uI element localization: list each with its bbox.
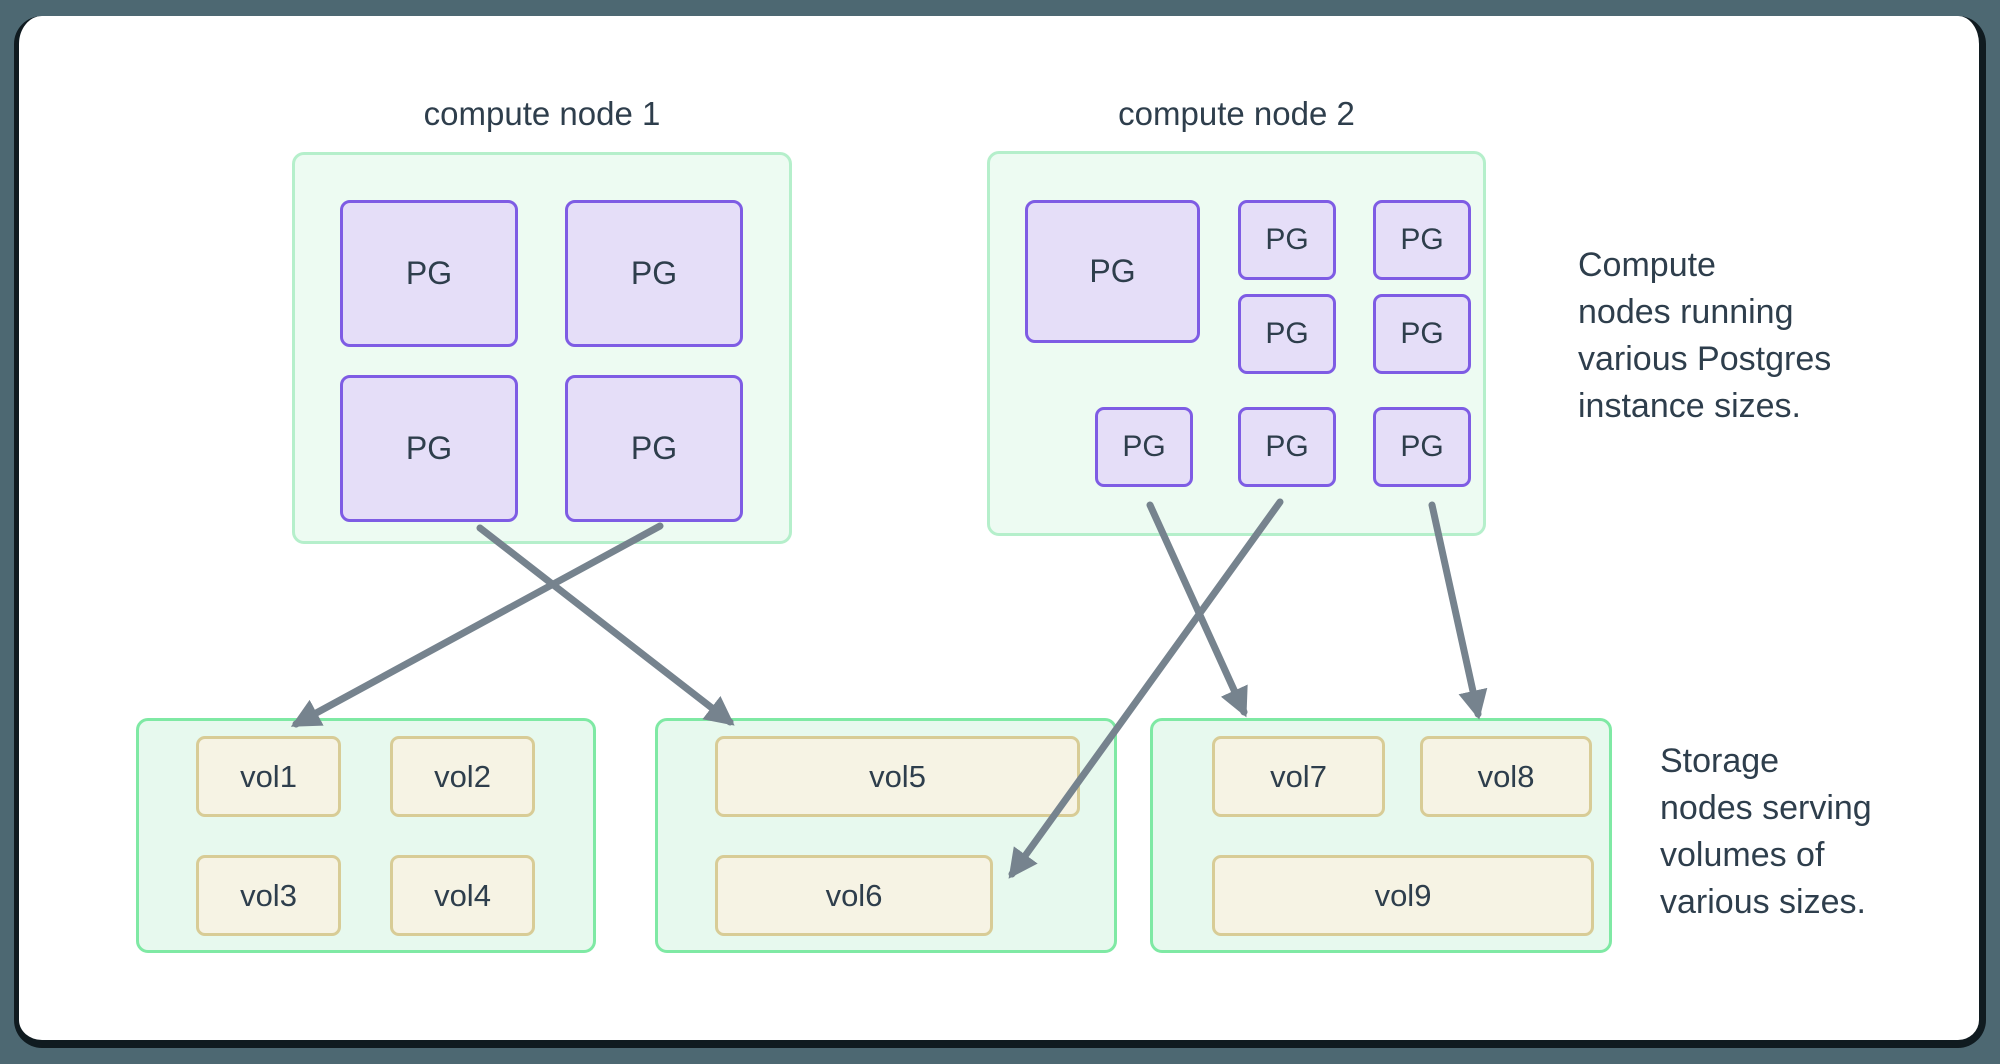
vol8-box: vol8 xyxy=(1420,736,1592,817)
compute-node-2-pg-bottom-col3: PG xyxy=(1373,407,1471,487)
compute-node-2-pg-bottom-col2: PG xyxy=(1238,407,1336,487)
compute-node-2-pg-large: PG xyxy=(1025,200,1200,343)
vol3-box: vol3 xyxy=(196,855,341,936)
compute-node-1-pg-top-right: PG xyxy=(565,200,743,347)
compute-node-2-pg-bottom-col1: PG xyxy=(1095,407,1193,487)
vol7-box: vol7 xyxy=(1212,736,1385,817)
compute-caption: Compute nodes running various Postgres i… xyxy=(1578,246,1832,425)
compute-node-1-pg-bottom-left: PG xyxy=(340,375,518,522)
vol4-box: vol4 xyxy=(390,855,535,936)
compute-node-1-pg-bottom-right: PG xyxy=(565,375,743,522)
vol9-box: vol9 xyxy=(1212,855,1594,936)
compute-node-2-pg-row2-col2: PG xyxy=(1238,294,1336,374)
vol6-box: vol6 xyxy=(715,855,993,936)
compute-node-2-pg-row1-col3: PG xyxy=(1373,200,1471,280)
compute-node-2-pg-row2-col3: PG xyxy=(1373,294,1471,374)
compute-node-1-title: compute node 1 xyxy=(423,95,661,132)
storage-caption: Storage nodes serving volumes of various… xyxy=(1660,742,1872,921)
vol5-box: vol5 xyxy=(715,736,1080,817)
compute-node-2-title: compute node 2 xyxy=(1118,95,1355,132)
vol2-box: vol2 xyxy=(390,736,535,817)
vol1-box: vol1 xyxy=(196,736,341,817)
compute-node-2-pg-row1-col2: PG xyxy=(1238,200,1336,280)
compute-node-1-pg-top-left: PG xyxy=(340,200,518,347)
